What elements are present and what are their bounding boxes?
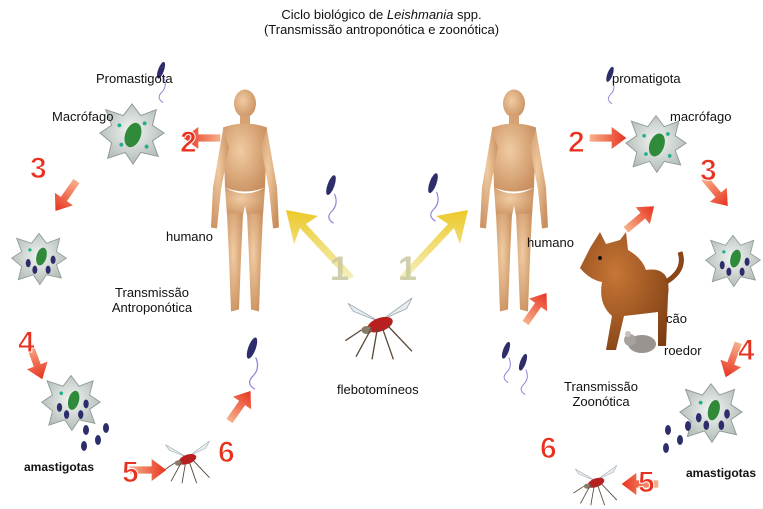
rodent-figure (624, 331, 656, 353)
step-6-right: 6 (540, 432, 557, 465)
left-free-amastigotes (81, 423, 109, 451)
right-promastigotes-release (500, 341, 529, 395)
right-transmission-label: Transmissão Zoonótica (546, 380, 656, 410)
dog-figure (580, 232, 681, 350)
right-sandfly (573, 465, 616, 505)
left-infected-cell-2 (42, 376, 100, 431)
right-human-figure (480, 90, 548, 312)
title-subtitle: (Transmissão antroponótica e zoonótica) (264, 22, 499, 37)
center-sandfly (345, 298, 412, 359)
left-transmission-label: Transmissão Antroponótica (92, 286, 212, 316)
step-3-left: 3 (30, 152, 47, 185)
arrow-right-dog-to-macrophage (619, 198, 661, 238)
left-amastigotas-label: amastigotas (24, 461, 94, 475)
left-infected-cell-1 (12, 233, 67, 284)
step-5-left: 5 (122, 456, 139, 489)
step-6-left: 6 (218, 436, 235, 469)
center-vector-label: flebotomíneos (337, 383, 419, 398)
step-4-right: 4 (738, 334, 755, 367)
title-prefix: Ciclo biológico de (281, 7, 387, 22)
left-transmission-line1: Transmissão (115, 285, 189, 300)
center-right-promastigote (426, 172, 440, 221)
title-genus: Leishmania (387, 7, 454, 22)
right-transmission-line1: Transmissão (564, 379, 638, 394)
center-left-promastigote (324, 174, 338, 223)
step-2-right: 2 (568, 126, 585, 159)
left-sandfly (164, 441, 210, 483)
step-2-left: 2 (180, 126, 197, 159)
right-humano-label: humano (527, 236, 574, 251)
diagram-title: Ciclo biológico de Leishmania spp. (Tran… (0, 8, 763, 38)
right-cao-label: cão (666, 312, 687, 327)
right-transmission-line2: Zoonótica (572, 394, 629, 409)
right-roedor-label: roedor (664, 344, 702, 359)
right-infected-cell-1 (706, 235, 761, 286)
title-suffix: spp. (453, 7, 481, 22)
step-5-right: 5 (638, 466, 655, 499)
left-human-figure (211, 90, 279, 312)
left-transmission-line2: Antroponótica (112, 300, 192, 315)
arrow-right-step2 (590, 127, 627, 149)
step-1-left: 1 (330, 250, 349, 288)
right-amastigotas-label: amastigotas (686, 467, 756, 481)
left-promastigota-label: Promastigota (96, 72, 173, 87)
left-humano-label: humano (166, 230, 213, 245)
right-infected-cell-2 (680, 384, 742, 442)
step-4-left: 4 (18, 326, 35, 359)
arrow-left-step3 (46, 175, 85, 218)
arrow-left-step6 (220, 385, 259, 428)
right-macrofago-label: macrófago (670, 110, 731, 125)
step-3-right: 3 (700, 154, 717, 187)
right-promastigota-label: promatigota (612, 72, 681, 87)
left-promastigote-release (245, 336, 260, 389)
step-1-right: 1 (398, 250, 417, 288)
left-macrofago-label: Macrófago (52, 110, 113, 125)
right-free-amastigotes (663, 421, 691, 453)
